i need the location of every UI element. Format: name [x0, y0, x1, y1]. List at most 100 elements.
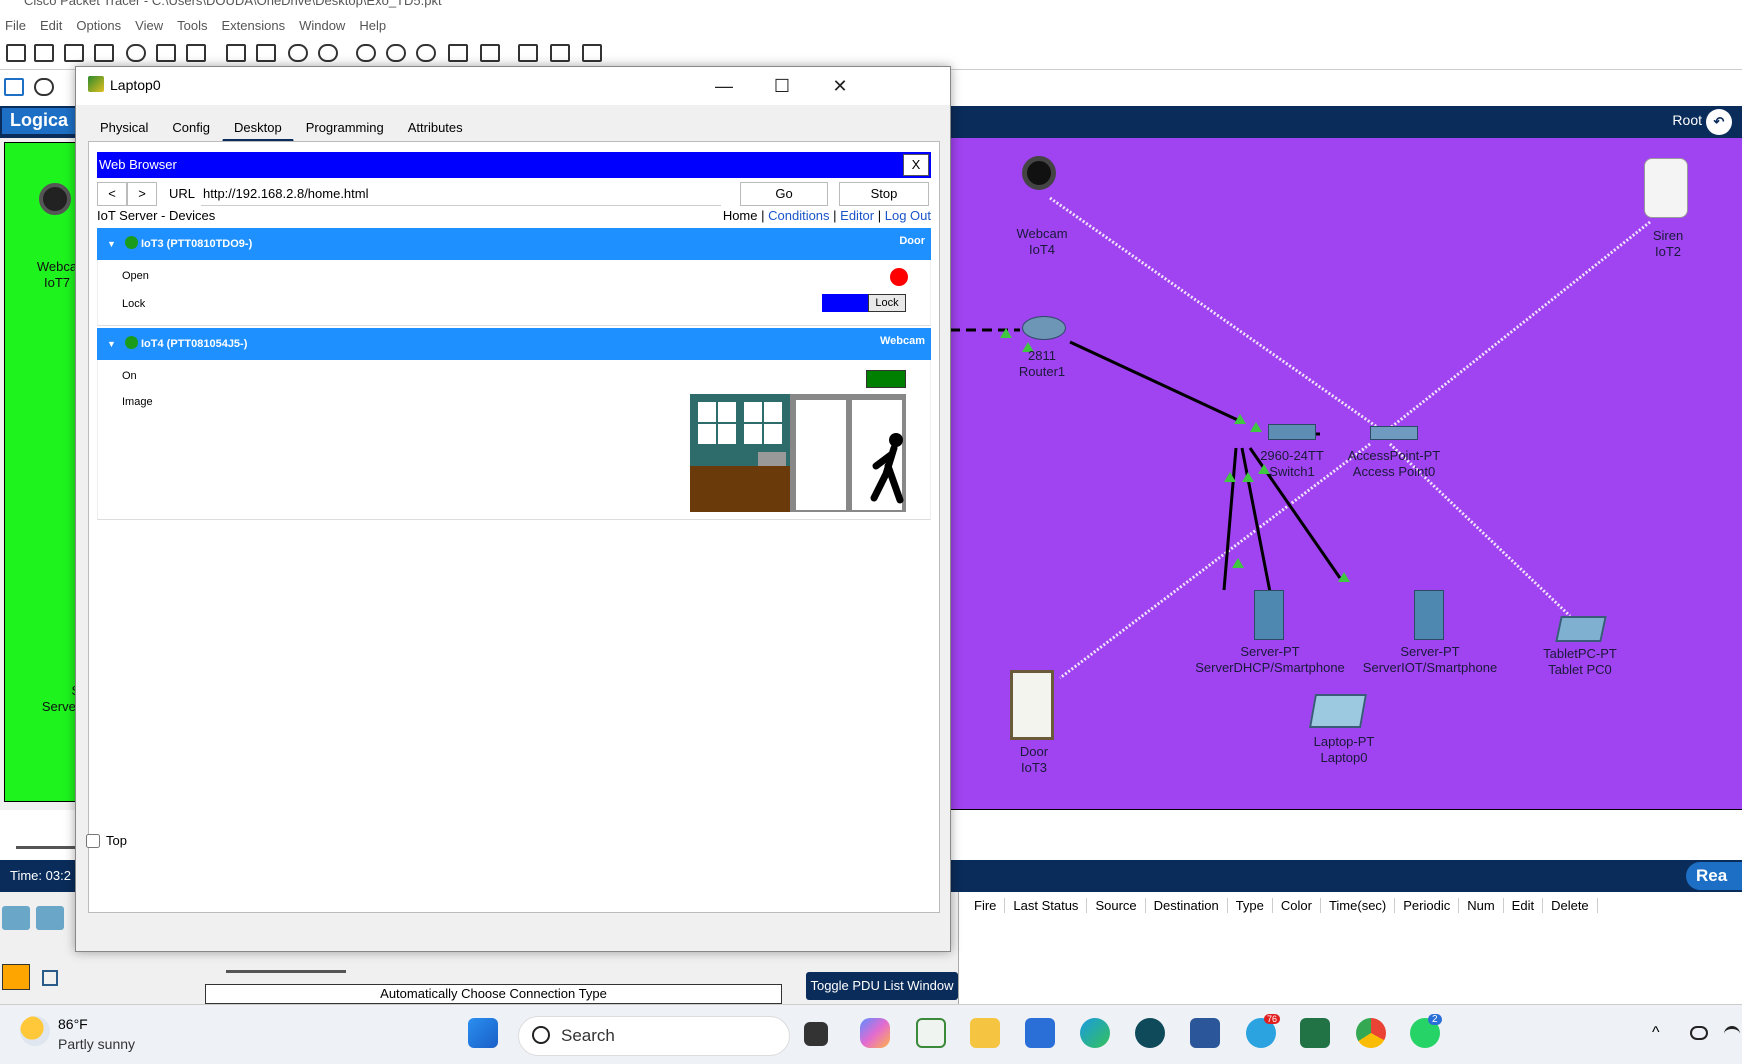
pdu-col-periodic[interactable]: Periodic	[1395, 898, 1460, 913]
nav-editor[interactable]: Editor	[840, 208, 875, 223]
iot-device-header-door[interactable]: ▼ IoT3 (PTT0810TDO9-) Door	[97, 228, 931, 260]
lock-button[interactable]: Lock	[868, 294, 906, 312]
pdu-col-num[interactable]: Num	[1459, 898, 1504, 913]
app-icon[interactable]	[1135, 1018, 1165, 1048]
menu-help[interactable]: Help	[359, 17, 387, 33]
save-icon[interactable]	[64, 44, 84, 62]
pdu-col-fire[interactable]: Fire	[966, 898, 1006, 913]
end-devices-icon[interactable]	[36, 906, 64, 930]
undo-icon[interactable]	[288, 44, 308, 62]
browser-forward-button[interactable]: >	[127, 182, 157, 206]
viewport-icon[interactable]	[582, 44, 602, 62]
wizard-icon[interactable]	[156, 44, 176, 62]
tab-desktop[interactable]: Desktop	[222, 115, 294, 142]
menu-tools[interactable]: Tools	[177, 17, 208, 33]
paste-icon[interactable]	[256, 44, 276, 62]
nav-conditions[interactable]: Conditions	[768, 208, 830, 223]
network-info-icon[interactable]	[186, 44, 206, 62]
nav-home[interactable]: Home	[722, 208, 758, 223]
drawing-palette-icon[interactable]	[448, 44, 468, 62]
menu-edit[interactable]: Edit	[39, 17, 63, 33]
onedrive-icon[interactable]	[1690, 1026, 1708, 1040]
top-checkbox[interactable]	[86, 833, 100, 848]
print-icon[interactable]	[94, 44, 114, 62]
tablet-pc0-icon[interactable]	[1555, 616, 1607, 642]
pdu-col-type[interactable]: Type	[1228, 898, 1273, 913]
task-view-icon[interactable]	[804, 1022, 828, 1046]
inspect-icon[interactable]	[34, 78, 54, 96]
caret-down-icon[interactable]: ▼	[107, 339, 116, 349]
stop-button[interactable]: Stop	[839, 182, 929, 206]
file-explorer-icon[interactable]	[970, 1018, 1000, 1048]
redo-icon[interactable]	[318, 44, 338, 62]
iot-device-header-webcam[interactable]: ▼ IoT4 (PTT081054J5-) Webcam	[97, 328, 931, 360]
notes-icon[interactable]	[518, 44, 538, 62]
webcam-iot4-icon[interactable]	[1022, 156, 1056, 190]
caret-down-icon[interactable]: ▼	[107, 239, 116, 249]
menu-extensions[interactable]: Extensions	[221, 17, 286, 33]
web-browser-close-button[interactable]: X	[903, 154, 929, 176]
edge-icon[interactable]	[1080, 1018, 1110, 1048]
pdu-col-time[interactable]: Time(sec)	[1321, 898, 1396, 913]
network-devices-icon[interactable]	[2, 906, 30, 930]
menu-view[interactable]: View	[135, 17, 164, 33]
toggle-pdu-button[interactable]: Toggle PDU List Window	[806, 972, 958, 1000]
open-folder-icon[interactable]	[34, 44, 54, 62]
back-arrow-icon[interactable]: ↶	[1706, 109, 1732, 135]
start-icon[interactable]	[468, 1018, 498, 1048]
router1-icon[interactable]	[1022, 316, 1066, 340]
wifi-icon[interactable]	[1724, 1026, 1740, 1040]
access-point0-icon[interactable]	[1370, 426, 1418, 440]
store-icon[interactable]	[1025, 1018, 1055, 1048]
url-input[interactable]	[201, 182, 721, 206]
go-button[interactable]: Go	[740, 182, 828, 206]
laptop0-icon[interactable]	[1309, 694, 1367, 728]
chrome-icon[interactable]	[1356, 1018, 1386, 1048]
copy-icon[interactable]	[226, 44, 246, 62]
zoom-out-icon[interactable]	[416, 44, 436, 62]
word-icon[interactable]	[1190, 1018, 1220, 1048]
menu-file[interactable]: File	[5, 17, 26, 33]
pdu-col-source[interactable]: Source	[1087, 898, 1146, 913]
tab-config[interactable]: Config	[172, 120, 210, 135]
grid-icon[interactable]	[42, 970, 58, 986]
pdu-col-delete[interactable]: Delete	[1543, 898, 1598, 913]
switch1-icon[interactable]	[1268, 424, 1316, 440]
realtime-mode-button[interactable]: Rea	[1686, 862, 1742, 890]
webcam-icon[interactable]	[39, 183, 71, 215]
chevron-up-icon[interactable]: ^	[1652, 1024, 1660, 1041]
browser-back-button[interactable]: <	[97, 182, 127, 206]
menu-window[interactable]: Window	[299, 17, 346, 33]
new-file-icon[interactable]	[6, 44, 26, 62]
connections-icon[interactable]	[2, 964, 30, 990]
packet-tracer-icon[interactable]	[916, 1018, 946, 1048]
weather-icon[interactable]	[20, 1016, 50, 1046]
nav-logout[interactable]: Log Out	[884, 208, 931, 223]
pdu-col-edit[interactable]: Edit	[1504, 898, 1544, 913]
server-dhcp-icon[interactable]	[1254, 590, 1284, 640]
horizontal-scrollbar[interactable]	[16, 846, 76, 849]
server-iot-icon[interactable]	[1414, 590, 1444, 640]
close-icon[interactable]: ✕	[832, 76, 848, 96]
minimize-icon[interactable]: —	[715, 76, 733, 96]
custom-device-icon[interactable]	[480, 44, 500, 62]
tab-attributes[interactable]: Attributes	[407, 120, 463, 135]
menu-options[interactable]: Options	[76, 17, 122, 33]
tab-programming[interactable]: Programming	[305, 120, 384, 135]
info-icon[interactable]	[126, 44, 146, 62]
select-tool-icon[interactable]	[4, 78, 24, 96]
maximize-icon[interactable]: ☐	[773, 76, 791, 96]
excel-icon[interactable]	[1300, 1018, 1330, 1048]
taskbar-search[interactable]	[518, 1016, 790, 1056]
zoom-reset-icon[interactable]	[386, 44, 406, 62]
door-iot3-icon[interactable]	[1010, 670, 1054, 740]
pdu-col-destination[interactable]: Destination	[1146, 898, 1228, 913]
zoom-in-icon[interactable]	[356, 44, 376, 62]
copilot-icon[interactable]	[860, 1018, 890, 1048]
cluster-icon[interactable]	[550, 44, 570, 62]
palette-scrollbar[interactable]	[226, 970, 346, 973]
tab-physical[interactable]: Physical	[100, 120, 149, 135]
pdu-col-last-status[interactable]: Last Status	[1005, 898, 1088, 913]
siren-iot2-icon[interactable]	[1644, 158, 1688, 218]
pdu-col-color[interactable]: Color	[1273, 898, 1321, 913]
